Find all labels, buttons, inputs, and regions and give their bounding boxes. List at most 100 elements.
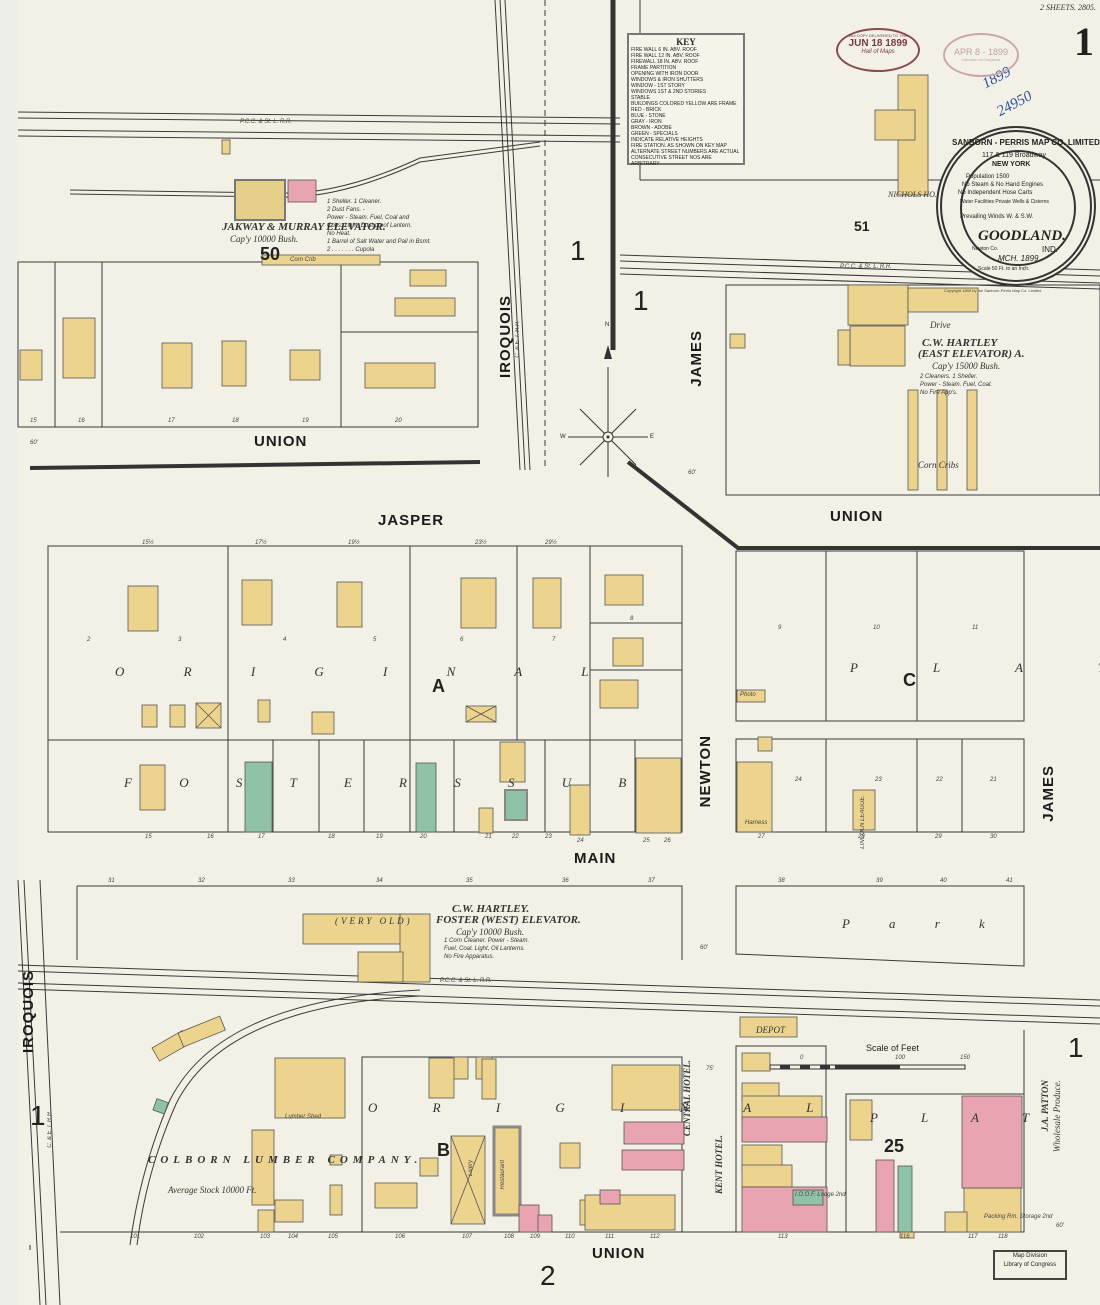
seal-inner-ring: [960, 150, 1076, 266]
hartley-east-note-line: Power - Steam. Fuel, Coal.: [920, 382, 993, 388]
hartley-east-note-line: 2 Cleaners. 1 Sheller.: [920, 374, 978, 380]
addition-plat-25: P L A T: [870, 1110, 1050, 1125]
jakway-note-line: No Heat.: [327, 231, 351, 237]
jakway-note-line: 1 Sheller. 1 Cleaner.: [327, 199, 382, 205]
compass-west: W: [560, 434, 566, 440]
key-row: FIREWALL 18 IN. ABV. ROOF: [631, 59, 699, 65]
lot-number: 108: [504, 1234, 515, 1240]
addition-plat-c: P L A T: [850, 660, 1100, 675]
lot-number: 11: [972, 625, 979, 631]
lot-number: 15½: [142, 540, 154, 546]
lot-number: 3: [178, 637, 182, 643]
lot-number: 117: [968, 1234, 978, 1240]
hartley-west-note-line: No Fire Apparatus.: [444, 954, 495, 960]
map-key-legend: KEY FIRE WALL 6 IN. ABV. ROOF FIRE WALL …: [627, 33, 745, 167]
seal-hose: No Independent Hose Carts: [958, 190, 1033, 196]
lot-number: 111: [605, 1234, 615, 1240]
lot-number: 106: [395, 1234, 406, 1240]
lot-number: 41: [1006, 878, 1013, 884]
colborn-stock: Average Stock 10000 Ft.: [168, 1185, 257, 1195]
lot-number: 9: [778, 625, 782, 631]
lot-number: 16: [78, 418, 85, 424]
scale-tick: 150: [960, 1055, 971, 1061]
lot-number: 105: [328, 1234, 339, 1240]
key-row: RED - BRICK: [631, 107, 662, 113]
lot-number: 23: [545, 834, 552, 840]
odd-fellows-label: I.O.O.F. Lodge 2nd: [795, 1192, 846, 1198]
seal-state: IND.: [1042, 245, 1058, 254]
street-width-label: 75': [706, 1066, 714, 1072]
key-row: ALTERNATE STREET NUMBERS ARE ACTUAL: [631, 149, 740, 155]
railroad-label-pcc-bottom: P.C.C. & St. L. R.R.: [440, 978, 492, 984]
key-title: KEY: [676, 37, 696, 47]
hartley-west-note-line: Fuel, Coal. Light, Oil Lanterns.: [444, 946, 526, 952]
lot-number: 5: [373, 637, 377, 643]
lot-number: 118: [998, 1234, 1008, 1240]
key-row: FRAME PARTITION: [631, 65, 677, 71]
compass-rose-icon: [568, 345, 648, 477]
hartley-west-label: C.W. HARTLEY.: [452, 903, 530, 915]
railroad-label-cei-left: C. & E. I. R.R.: [47, 1110, 53, 1148]
key-row: FIRE STATION. AS SHOWN ON KEY MAP: [631, 143, 727, 149]
scale-bar: [769, 1064, 966, 1070]
lot-number: 32: [198, 878, 205, 884]
lot-number: 116: [900, 1234, 910, 1240]
colborn-lumber-label: COLBORN LUMBER COMPANY.: [148, 1154, 423, 1166]
title-seal: SANBORN - PERRIS MAP CO. LIMITED 117 & 1…: [936, 126, 1100, 286]
street-iroquois-top: IROQUOIS: [497, 295, 514, 379]
addition-original-a: O R I G I N A L: [115, 664, 617, 679]
lot-number: 26: [664, 838, 671, 844]
lot-number: 24: [795, 777, 802, 783]
lot-number: 38: [778, 878, 785, 884]
compass-north: N: [605, 322, 610, 328]
copyright-line: Copyright 1899 by the Sanborn-Perris Map…: [944, 288, 1042, 293]
hartley-east-note-line: No Fire App's.: [920, 390, 958, 396]
very-old-label: (VERY OLD): [335, 916, 413, 926]
street-width-label: 60': [30, 440, 38, 446]
copyright-office-stamp: APR 8 - 1899 Librarian of Congress: [943, 33, 1019, 77]
copyright-stamp-line: Librarian of Congress: [961, 57, 1001, 62]
lot-number: 4: [283, 637, 287, 643]
lot-number: 107: [462, 1234, 473, 1240]
lot-number: 20: [395, 418, 402, 424]
lot-number: 102: [194, 1234, 205, 1240]
lot-number: 21: [990, 777, 997, 783]
jakway-note: 1 Sheller. 1 Cleaner. 2 Dust Fans. - Pow…: [327, 198, 431, 254]
lot-number: 22: [512, 834, 519, 840]
jakway-note-line: Power - Steam. Fuel, Coal and: [327, 215, 410, 221]
key-row: WINDOWS & IRON SHUTTERS: [631, 77, 704, 83]
railroad-pcc-top: [17, 111, 621, 143]
lumber-shed-label: Lumber Shed: [285, 1114, 322, 1120]
key-row: STABLE: [631, 95, 650, 101]
lot-number: 27: [758, 834, 765, 840]
livery-label: Livery: [468, 1160, 474, 1177]
key-row: BLUE - STONE: [631, 113, 666, 119]
block-number-51: 51: [854, 218, 870, 234]
lot-number: 18: [232, 418, 239, 424]
lot-number: 10: [873, 625, 880, 631]
addition-original-b: O R I G I N A L: [368, 1100, 840, 1115]
lc-stamp-line1: Map Division: [1012, 1253, 1048, 1259]
lot-number: 21: [485, 834, 492, 840]
seal-address: 117 & 119 Broadway: [982, 152, 1046, 159]
street-newton: NEWTON: [697, 735, 714, 808]
lot-number: 15: [30, 418, 37, 424]
lincoln-league-label: LINCOLN LEAGUE.: [860, 795, 866, 849]
sheet-left-edge: [0, 0, 18, 1305]
hartley-east-label: C.W. HARTLEY: [922, 337, 998, 349]
lot-number: 35: [466, 878, 473, 884]
nichols-house-label: NICHOLS HO.: [888, 190, 937, 199]
bottom-sheet-ref: 2: [540, 1260, 556, 1291]
lot-number: 17: [258, 834, 265, 840]
railroad-label-pcc-top: P.C.C. & St. L. R.R.: [240, 119, 292, 125]
restaurant-label: Restaurant: [500, 1160, 506, 1190]
key-row: BROWN - ADOBE: [631, 125, 672, 131]
sheets-note: 2 SHEETS. 2805.: [1040, 3, 1096, 12]
lot-number: 20: [420, 834, 427, 840]
railroad-label-cei-top: C. & E. I. R.R.: [515, 320, 521, 358]
adjacent-sheet-ref: 1: [633, 285, 649, 316]
received-stamp-line3: Hall of Maps: [861, 49, 895, 55]
lot-number: 25: [643, 838, 650, 844]
key-row: FIRE WALL 12 IN. ABV. ROOF: [631, 53, 700, 59]
